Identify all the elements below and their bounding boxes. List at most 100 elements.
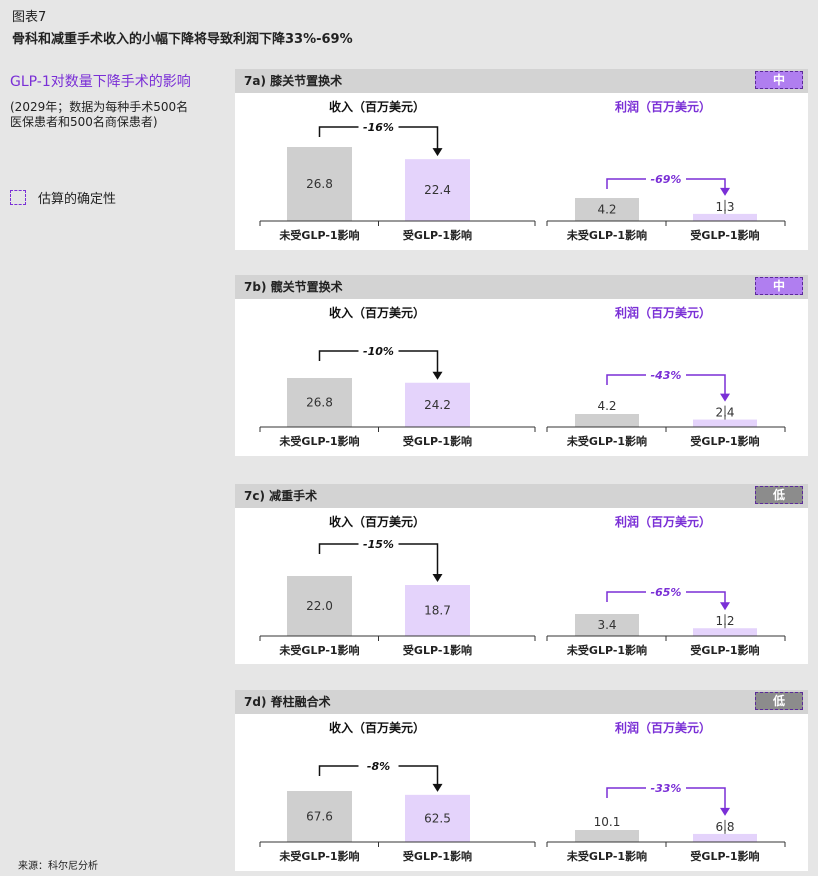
profit-category-label-1: 未受GLP-1影响 bbox=[566, 228, 647, 242]
profit-bar-1 bbox=[575, 414, 639, 427]
profit-value-label-2: 6.8 bbox=[715, 820, 734, 834]
profit-title: 利润（百万美元） bbox=[615, 720, 711, 735]
profit-value-label-2: 2.4 bbox=[715, 406, 734, 420]
revenue-change-label: -10% bbox=[363, 345, 394, 358]
revenue-arrow-head bbox=[432, 574, 443, 582]
panel-chart: 收入（百万美元） 26.8 22.4 未受GLP-1影响 受GLP-1影响 -16% 利润（… bbox=[259, 99, 786, 242]
legend-dashed-box bbox=[10, 190, 26, 205]
figure-title: 骨科和减重手术收入的小幅下降将导致利润下降33%-69% bbox=[12, 32, 353, 47]
legend: 估算的确定性 bbox=[10, 188, 116, 207]
sidebar-title: GLP-1对数量下降手术的影响 bbox=[10, 74, 191, 90]
revenue-value-label-2: 18.7 bbox=[424, 604, 451, 618]
profit-title: 利润（百万美元） bbox=[615, 514, 711, 529]
profit-title: 利润（百万美元） bbox=[615, 99, 711, 114]
revenue-change-label: -15% bbox=[363, 538, 394, 551]
revenue-value-label-1: 26.8 bbox=[306, 396, 333, 410]
profit-bar-1 bbox=[575, 198, 639, 221]
sidebar-note: (2029年；数据为每种手术500名医保患者和500名商保患者) bbox=[10, 100, 189, 129]
profit-category-label-1: 未受GLP-1影响 bbox=[566, 643, 647, 657]
revenue-bar-2 bbox=[405, 382, 470, 427]
revenue-bar-1 bbox=[287, 576, 352, 636]
revenue-bar-1 bbox=[287, 791, 352, 842]
panel-title: 7a) 膝关节置换术 bbox=[244, 74, 343, 88]
revenue-change-label-bg bbox=[358, 343, 399, 358]
profit-arrow-head bbox=[720, 187, 730, 196]
revenue-category-label-2: 受GLP-1影响 bbox=[403, 434, 472, 448]
profit-category-label-1: 未受GLP-1影响 bbox=[566, 849, 647, 863]
revenue-category-label-2: 受GLP-1影响 bbox=[403, 849, 472, 863]
revenue-change-label: -8% bbox=[367, 760, 390, 773]
revenue-category-label-2: 受GLP-1影响 bbox=[403, 228, 472, 242]
panel-title: 7d) 脊柱融合术 bbox=[244, 695, 331, 709]
certainty-badge: 中 bbox=[755, 277, 803, 295]
panel-header: 7c) 减重手术 低 bbox=[235, 484, 808, 508]
profit-arrow-head bbox=[720, 807, 730, 816]
revenue-category-label-1: 未受GLP-1影响 bbox=[278, 434, 359, 448]
revenue-value-label-1: 22.0 bbox=[306, 599, 333, 613]
revenue-bar-2 bbox=[405, 159, 470, 221]
source-note: 来源：科尔尼分析 bbox=[18, 861, 98, 872]
profit-change-label: -65% bbox=[651, 586, 682, 599]
revenue-value-label-1: 67.6 bbox=[306, 810, 333, 824]
revenue-bar-1 bbox=[287, 147, 352, 221]
panel-header: 7b) 髋关节置换术 中 bbox=[235, 275, 808, 299]
panel-chart: 收入（百万美元） 67.6 62.5 未受GLP-1影响 受GLP-1影响 -8% 利润（百… bbox=[259, 720, 786, 863]
revenue-bar-2 bbox=[405, 794, 470, 842]
profit-change-label-bg bbox=[646, 171, 686, 186]
legend-label: 估算的确定性 bbox=[38, 192, 117, 207]
revenue-title: 收入（百万美元） bbox=[329, 514, 425, 529]
revenue-title: 收入（百万美元） bbox=[329, 99, 425, 114]
revenue-value-label-2: 24.2 bbox=[424, 398, 451, 412]
profit-title: 利润（百万美元） bbox=[615, 305, 711, 320]
certainty-badge: 低 bbox=[755, 692, 803, 710]
revenue-bar-1 bbox=[287, 378, 352, 427]
revenue-change-label-bg bbox=[358, 119, 399, 134]
profit-change-label-bg bbox=[646, 367, 686, 382]
revenue-arrow-head bbox=[432, 148, 443, 157]
revenue-bar-2 bbox=[405, 585, 470, 636]
revenue-title: 收入（百万美元） bbox=[329, 720, 425, 735]
profit-bar-1 bbox=[575, 830, 639, 842]
profit-bar-1 bbox=[575, 614, 639, 636]
revenue-category-label-1: 未受GLP-1影响 bbox=[278, 643, 359, 657]
panel-header: 7d) 脊柱融合术 低 bbox=[235, 690, 808, 714]
revenue-change-label: -16% bbox=[363, 121, 394, 134]
profit-value-label-1: 4.2 bbox=[597, 203, 616, 217]
panel-chart: 收入（百万美元） 22.0 18.7 未受GLP-1影响 受GLP-1影响 -15% 利润（… bbox=[259, 514, 786, 657]
revenue-arrow-head bbox=[432, 371, 443, 380]
profit-change-label-bg bbox=[646, 780, 686, 795]
revenue-change-label-bg bbox=[358, 758, 399, 773]
revenue-arrow-head bbox=[432, 783, 443, 792]
panel-7c: 7c) 减重手术 低 收入（百万美元） 22.0 18.7 未受GLP-1影响 受GLP… bbox=[235, 484, 808, 664]
profit-value-label-2: 1.2 bbox=[715, 614, 734, 628]
profit-category-label-2: 受GLP-1影响 bbox=[690, 643, 759, 657]
profit-value-label-1: 4.2 bbox=[597, 399, 616, 413]
profit-category-label-2: 受GLP-1影响 bbox=[690, 434, 759, 448]
profit-bar-2 bbox=[693, 213, 757, 221]
profit-value-label-1: 10.1 bbox=[594, 815, 621, 829]
profit-category-label-2: 受GLP-1影响 bbox=[690, 228, 759, 242]
figure-label: 图表7 bbox=[12, 10, 47, 25]
profit-arrow-head bbox=[720, 602, 730, 611]
revenue-value-label-1: 26.8 bbox=[306, 177, 333, 191]
profit-value-label-1: 3.4 bbox=[597, 618, 616, 632]
profit-bar-2 bbox=[693, 628, 757, 636]
profit-change-label: -43% bbox=[651, 369, 682, 382]
revenue-value-label-2: 62.5 bbox=[424, 811, 451, 825]
certainty-badge: 低 bbox=[755, 486, 803, 504]
profit-arrow-head bbox=[720, 393, 730, 402]
revenue-category-label-2: 受GLP-1影响 bbox=[403, 643, 472, 657]
revenue-change-label-bg bbox=[358, 536, 399, 551]
profit-bar-2 bbox=[693, 833, 757, 842]
panel-title: 7c) 减重手术 bbox=[244, 489, 318, 503]
profit-change-label: -69% bbox=[651, 173, 682, 186]
profit-bar-2 bbox=[693, 419, 757, 427]
profit-change-label-bg bbox=[646, 584, 686, 599]
profit-value-label-2: 1.3 bbox=[715, 200, 734, 214]
panel-7d: 7d) 脊柱融合术 低 收入（百万美元） 67.6 62.5 未受GLP-1影响 受GL… bbox=[235, 690, 808, 871]
certainty-badge: 中 bbox=[755, 71, 803, 89]
panel-7a: 7a) 膝关节置换术 中 收入（百万美元） 26.8 22.4 未受GLP-1影响 受G… bbox=[235, 69, 808, 250]
revenue-value-label-2: 22.4 bbox=[424, 183, 451, 197]
